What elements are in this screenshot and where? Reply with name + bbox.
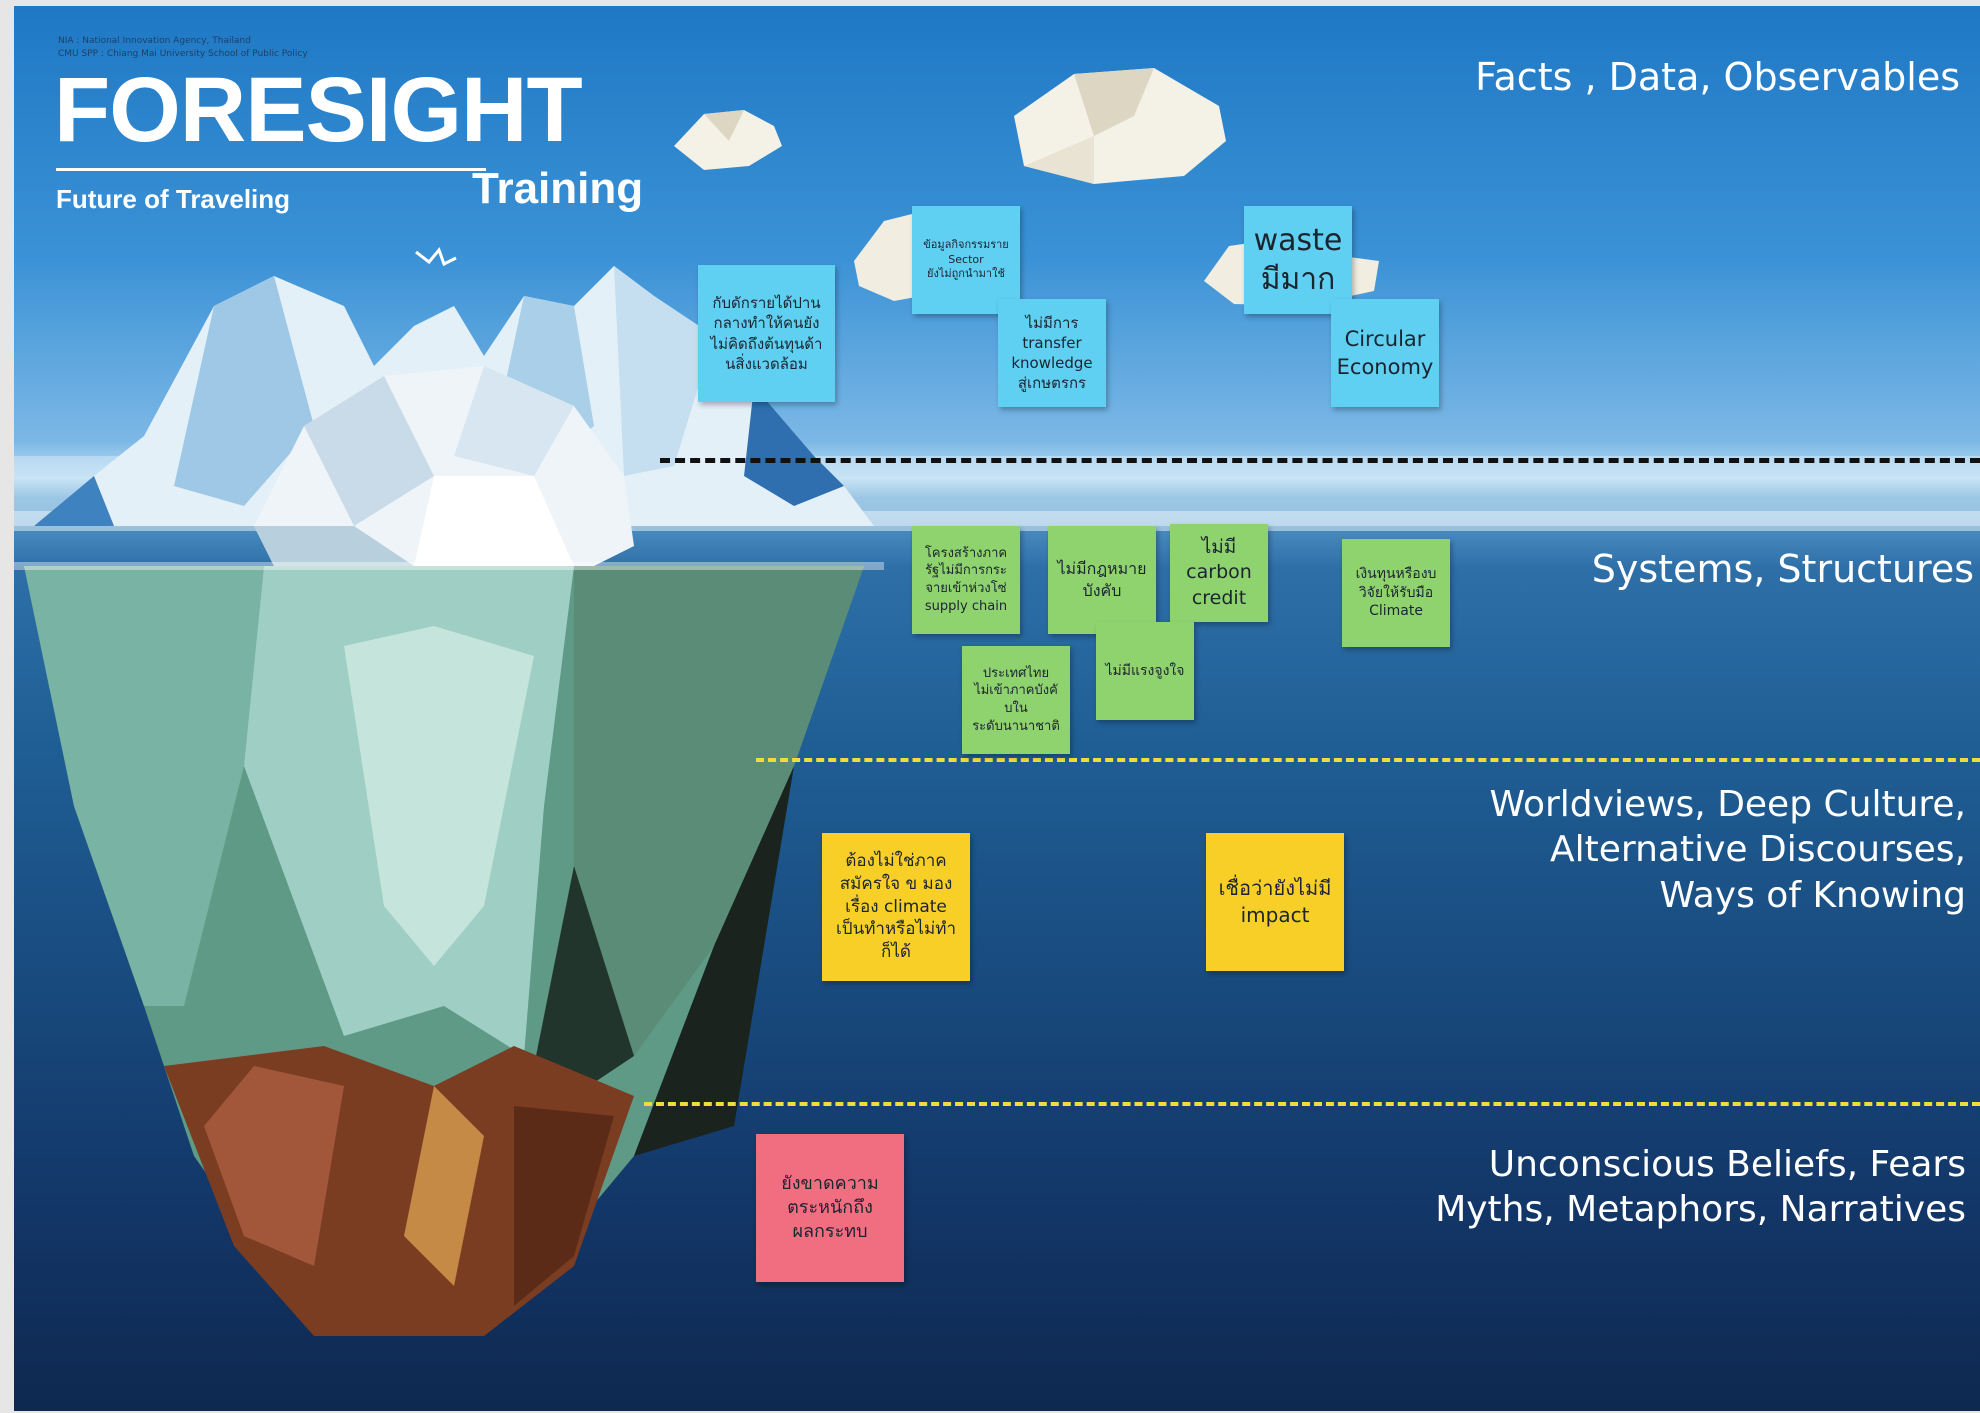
- beliefs-divider: [644, 1102, 1980, 1106]
- cloud-icon: [674, 110, 782, 170]
- section-label-facts: Facts , Data, Observables: [1475, 55, 1960, 99]
- sticky-note-carbon-credit[interactable]: ไม่มี carbon credit: [1170, 524, 1268, 622]
- sticky-note-awareness[interactable]: ยังขาดความ ตระหนักถึง ผลกระทบ: [756, 1134, 904, 1282]
- worldviews-divider: [756, 758, 1980, 762]
- sticky-note-knowledge-transfer[interactable]: ไม่มีการ transfer knowledge สู่เกษตรกร: [998, 299, 1106, 407]
- waterline-divider: [660, 458, 1980, 463]
- sticky-note-voluntary[interactable]: ต้องไม่ใช่ภาค สมัครใจ ข มอง เรื่อง clima…: [822, 833, 970, 981]
- org-line-1: NIA : National Innovation Agency, Thaila…: [58, 36, 251, 46]
- section-label-systems: Systems, Structures: [1591, 547, 1974, 591]
- iceberg-illustration: [14, 68, 1980, 1336]
- iceberg-board: NIA : National Innovation Agency, Thaila…: [14, 6, 1980, 1411]
- cloud-icon: [1014, 68, 1226, 184]
- seagull-icon: [415, 247, 457, 267]
- logo-underline: [56, 168, 486, 171]
- org-line-2: CMU SPP : Chiang Mai University School o…: [58, 49, 308, 59]
- logo-title: FORESIGHT: [54, 59, 583, 161]
- sticky-note-research-funding[interactable]: เงินทุนหรืองบ วิจัยให้รับมือ Climate: [1342, 539, 1450, 647]
- logo-training: Training: [472, 164, 644, 213]
- sticky-note-sector-data[interactable]: ข้อมูลกิจกรรมราย Sector ยังไม่ถูกนำมาใช้: [912, 206, 1020, 314]
- sticky-note-supply-chain[interactable]: โครงสร้างภาค รัฐไม่มีการกระ จายเข้าห่วงโ…: [912, 526, 1020, 634]
- sticky-note-waste[interactable]: waste มีมาก: [1244, 206, 1352, 314]
- sticky-note-no-law[interactable]: ไม่มีกฎหมาย บังคับ: [1048, 526, 1156, 634]
- sticky-note-circular-economy[interactable]: Circular Economy: [1331, 299, 1439, 407]
- sticky-note-income-trap[interactable]: กับดักรายได้ปาน กลางทำให้คนยัง ไม่คิดถึง…: [698, 265, 835, 402]
- logo-subtitle: Future of Traveling: [56, 184, 291, 214]
- section-label-worldviews: Worldviews, Deep Culture, Alternative Di…: [1489, 784, 1966, 916]
- section-label-beliefs: Unconscious Beliefs, Fears Myths, Metaph…: [1435, 1144, 1966, 1231]
- sticky-note-no-incentive[interactable]: ไม่มีแรงจูงใจ: [1096, 622, 1194, 720]
- sticky-note-no-impact[interactable]: เชื่อว่ายังไม่มี impact: [1206, 833, 1344, 971]
- sticky-note-international[interactable]: ประเทศไทย ไม่เข้าภาคบังคั บใน ระดับนานาช…: [962, 646, 1070, 754]
